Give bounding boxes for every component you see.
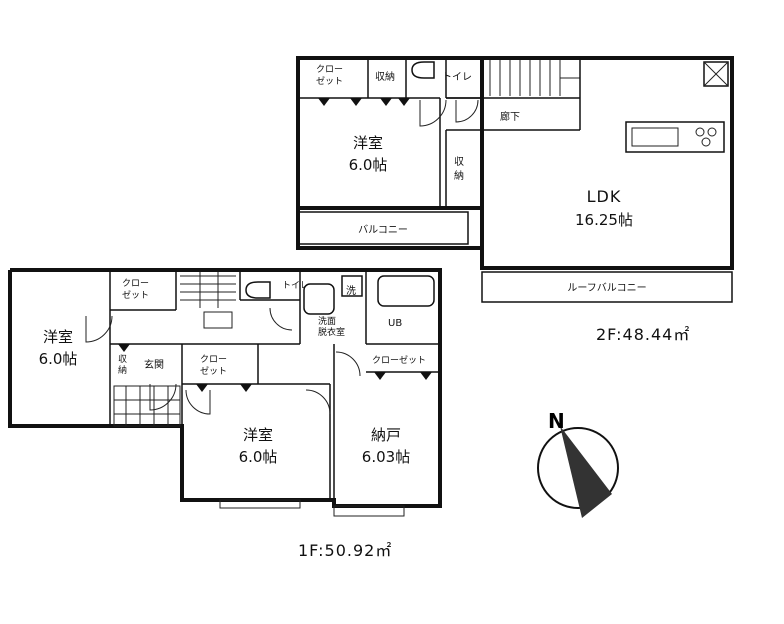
closet-b-line2: ゼット — [200, 365, 227, 377]
shoe-box-line2: 納 — [118, 364, 127, 376]
door-icon — [335, 351, 361, 377]
ldk-name: LDK — [587, 187, 622, 206]
storage-top-label: 収納 — [375, 70, 395, 83]
storage-side-label: 収 納 — [454, 156, 467, 182]
western-mid-area: 6.0帖 — [239, 448, 278, 466]
closet-2f-line2: ゼット — [316, 75, 343, 87]
balcony-2f — [297, 211, 469, 245]
bath-label: UB — [388, 318, 402, 329]
closet-a-line2: ゼット — [122, 289, 149, 301]
door-icon — [305, 389, 331, 415]
western-mid-name: 洋室 — [243, 426, 273, 444]
storeroom-area: 6.03帖 — [362, 448, 410, 466]
laundry-label: 洗 — [346, 285, 356, 297]
storeroom-name: 納戸 — [371, 426, 401, 444]
vent-icon — [703, 61, 729, 87]
sink-icon — [303, 283, 335, 315]
closet-b-label: クロー ゼット — [200, 354, 230, 377]
washroom-line1: 洗面 — [318, 315, 336, 327]
ldk-area: 16.25帖 — [575, 211, 633, 229]
closet-2f-line1: クロー — [316, 64, 343, 75]
compass-north-label: N — [548, 409, 565, 433]
toilet-icon — [411, 61, 435, 79]
compass-ring — [537, 427, 619, 509]
washroom-label: 洗面 脱衣室 — [318, 315, 345, 338]
entrance-tiles — [113, 385, 181, 427]
bathtub-icon — [377, 275, 435, 307]
closet-a-label: クロー ゼット — [122, 278, 152, 301]
roof-balcony — [481, 271, 733, 303]
closet-a-line1: クロー — [122, 278, 149, 289]
floor-1: クロー ゼット クロー ゼット クローゼット 玄関 収 納 トイレ 洗 洗面 脱… — [8, 268, 442, 560]
kitchen-icon — [625, 121, 725, 153]
balcony-label: バルコニー — [358, 224, 408, 236]
door-icon — [85, 315, 113, 343]
door-icon — [455, 99, 479, 123]
stairs-2f — [489, 58, 581, 98]
shoe-box-label: 収 納 — [118, 353, 130, 376]
closet-2f-label: クロー ゼット — [316, 64, 346, 87]
toilet-1f-label: トイレ — [282, 281, 309, 291]
door-icon — [269, 307, 293, 331]
western-2f-name: 洋室 — [353, 134, 383, 152]
floor-2: クロー ゼット 収納 トイレ 廊下 収 納 洋室 6.0帖 LDK 16.25帖… — [296, 56, 734, 344]
washroom-line2: 脱衣室 — [318, 326, 345, 338]
door-icon — [419, 99, 447, 127]
stairs-1f — [180, 272, 236, 329]
shoe-box-line1: 収 — [118, 353, 127, 365]
entrance-label: 玄関 — [144, 358, 164, 371]
toilet-2f-label: トイレ — [442, 72, 472, 83]
western-left-area: 6.0帖 — [39, 350, 78, 368]
washer-icon — [341, 275, 363, 297]
floor1-total-area: 1F:50.92㎡ — [298, 541, 392, 560]
storage-side-line1: 収 — [454, 156, 464, 168]
compass: N — [537, 409, 619, 518]
toilet-icon — [245, 281, 271, 299]
hallway-label: 廊下 — [500, 110, 520, 123]
compass-needle-icon — [560, 426, 612, 518]
closet-b-line1: クロー — [200, 354, 227, 365]
western-left-name: 洋室 — [43, 328, 73, 346]
floor2-total-area: 2F:48.44㎡ — [596, 325, 690, 344]
storage-side-line2: 納 — [454, 169, 464, 182]
roof-balcony-label: ルーフバルコニー — [567, 282, 646, 294]
door-icon — [149, 383, 177, 411]
door-icon — [185, 389, 211, 415]
western-2f-area: 6.0帖 — [349, 156, 388, 174]
closet-c-label: クローゼット — [372, 354, 426, 366]
